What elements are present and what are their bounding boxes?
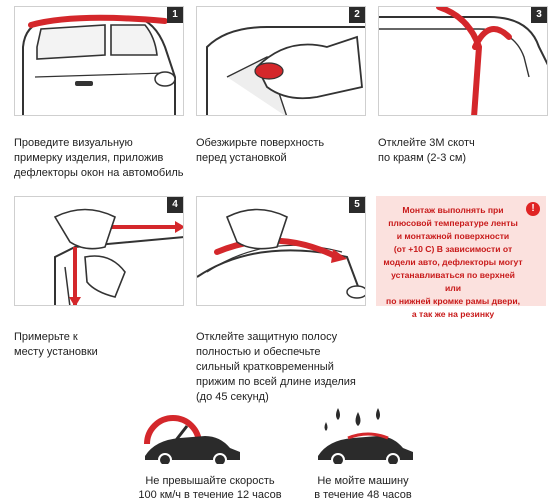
step-1-caption: Проведите визуальную примерку изделия, п… [14, 137, 184, 179]
step-2-caption: Обезжирьте поверхность перед установкой [196, 137, 325, 164]
step-2-illustration: 2 [196, 6, 366, 116]
car-door-icon [22, 14, 176, 115]
step-1-illustration: 1 [14, 6, 184, 116]
step-4-caption: Примерьте к месту установки [14, 331, 98, 358]
hand-pressing-icon [197, 208, 365, 299]
step-number: 4 [167, 197, 183, 213]
step-number: 3 [531, 7, 547, 23]
step-5-caption: Отклейте защитную полосу полностью и обе… [196, 331, 356, 403]
step-3-caption: Отклейте 3М скотч по краям (2-3 см) [378, 137, 475, 164]
hand-wiping-icon [206, 26, 365, 115]
hand-fitting-icon [53, 208, 183, 305]
step-number: 2 [349, 7, 365, 23]
step-4-illustration: 4 [14, 196, 184, 306]
raindrops-car-icon [318, 408, 413, 464]
no-wash-caption: Не мойте машину в течение 48 часов [314, 475, 412, 501]
step-5-illustration: 5 [196, 196, 366, 306]
tape-peel-icon [379, 7, 547, 115]
warning-box: ! Монтаж выполнять при плюсовой температ… [376, 196, 546, 319]
speedometer-car-icon [144, 415, 240, 464]
step-number: 5 [349, 197, 365, 213]
exclamation-icon: ! [526, 202, 540, 216]
step-number: 1 [167, 7, 183, 23]
step-3-illustration: 3 [378, 6, 548, 116]
speed-limit-caption: Не превышайте скорость 100 км/ч в течени… [138, 475, 282, 501]
